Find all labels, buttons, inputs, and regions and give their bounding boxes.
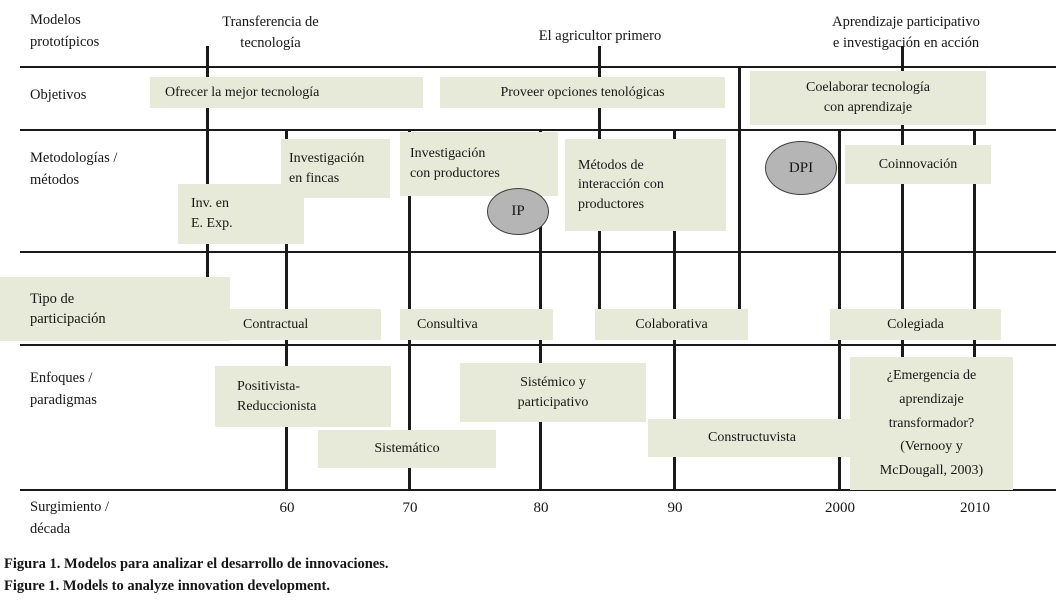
box-metodos-interaccion: Métodos de interacción con productores xyxy=(565,139,726,231)
box-sistemico-participativo: Sistémico y participativo xyxy=(460,363,646,422)
figure-caption-en: Figure 1. Models to analyze innovation d… xyxy=(4,578,330,594)
box-ofrecer-mejor-tecnologia: Ofrecer la mejor tecnología xyxy=(150,77,423,108)
box-colaborativa: Colaborativa xyxy=(595,309,748,340)
divider-under-header xyxy=(20,66,1056,68)
box-sistematico: Sistemático xyxy=(318,430,496,468)
timeline-tick-transferencia xyxy=(206,46,209,310)
row-label-surgimiento: Surgimiento / década xyxy=(30,499,110,537)
divider-under-enfoques xyxy=(20,489,1056,491)
figure-caption-es: Figura 1. Modelos para analizar el desar… xyxy=(4,556,389,572)
model-header-agricultor: El agricultor primero xyxy=(538,28,662,44)
decade-2000: 2000 xyxy=(825,500,855,516)
row-label-modelos: Modelos prototípicos xyxy=(30,12,100,50)
ellipse-dpi: DPI xyxy=(765,141,837,195)
decade-2010: 2010 xyxy=(960,500,990,516)
box-coinnovacion: Coinnovación xyxy=(845,145,991,184)
decade-90: 90 xyxy=(667,500,683,516)
divider-under-objetivos xyxy=(20,129,1056,131)
decade-70: 70 xyxy=(402,500,418,516)
timeline-era-boundary xyxy=(738,66,741,338)
ellipse-ip: IP xyxy=(487,188,549,235)
box-inv-estaciones: Inv. en E. Exp. xyxy=(178,184,304,244)
divider-under-metodologias xyxy=(20,251,1056,253)
decade-60: 60 xyxy=(279,500,295,516)
box-proveer-opciones: Proveer opciones tenológicas xyxy=(440,77,725,108)
box-emergencia-aprendizaje: ¿Emergencia de aprendizaje transformador… xyxy=(850,357,1013,490)
model-header-aprendizaje: Aprendizaje participativo e investigació… xyxy=(832,14,980,52)
box-investigacion-fincas: Investigación en fincas xyxy=(281,139,390,198)
decade-80: 80 xyxy=(533,500,549,516)
box-constructivista: Constructuvista xyxy=(648,419,856,457)
box-colegiada: Colegiada xyxy=(830,309,1001,340)
model-header-transferencia: Transferencia de tecnología xyxy=(222,14,319,52)
row-label-objetivos: Objetivos xyxy=(30,87,87,103)
box-consultiva: Consultiva xyxy=(400,309,553,340)
box-positivista-reduccionista: Positivista- Reduccionista xyxy=(215,366,391,427)
box-coelaborar-tecnologia: Coelaborar tecnología con aprendizaje xyxy=(750,71,986,125)
box-investigacion-productores: Investigación con productores xyxy=(400,132,558,196)
row-label-participacion: Tipo de participación xyxy=(0,277,230,341)
divider-under-participacion xyxy=(20,344,1056,346)
timeline-tick-aprendizaje xyxy=(901,46,904,358)
box-contractual: Contractual xyxy=(230,309,381,340)
row-label-enfoques: Enfoques / paradigmas xyxy=(30,370,97,408)
row-label-metodologias: Metodologías / métodos xyxy=(30,150,118,188)
